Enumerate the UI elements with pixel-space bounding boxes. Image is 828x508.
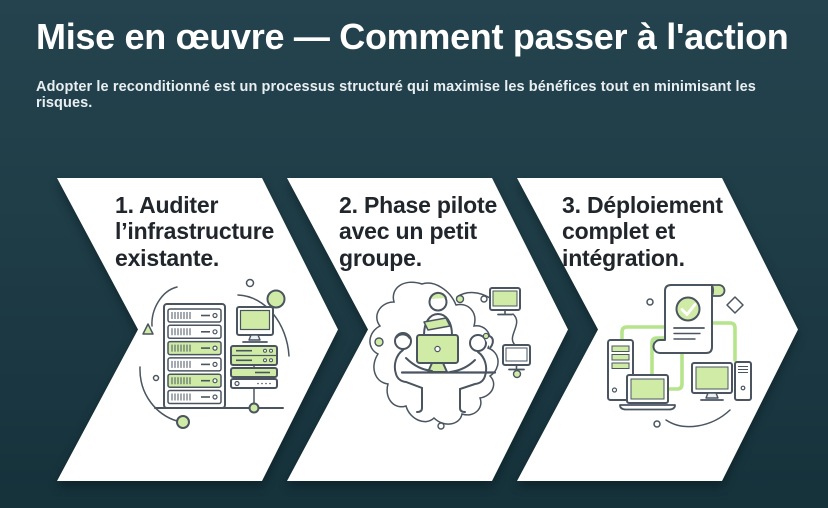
page-title: Mise en œuvre — Comment passer à l'actio… [36,16,789,57]
approved-document-connected-devices-icon [607,284,752,428]
step-chevron-1: 1. Auditer l’infrastructure existante. [57,178,338,481]
step-3-label: 3. Déploiement complet et intégration. [562,192,723,271]
pilot-team-around-monitor-icon [369,281,531,430]
page-subtitle: Adopter le reconditionné est un processu… [36,79,756,111]
step-2-label: 2. Phase pilote avec un petit groupe. [339,192,498,271]
step-chevron-3: 3. Déploiement complet et intégration. [517,178,798,481]
server-rack-and-workstation-icon [139,278,290,429]
step-1-label: 1. Auditer l’infrastructure existante. [115,192,275,271]
step-chevron-2: 2. Phase pilote avec un petit groupe. [287,178,568,481]
